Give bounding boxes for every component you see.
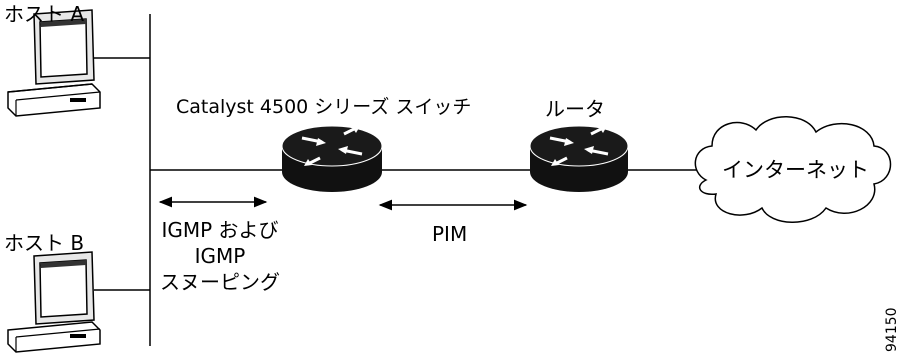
internet-label: インターネット xyxy=(722,158,869,182)
host-a-label: ホスト A xyxy=(4,2,85,26)
figure-id-label: 94150 xyxy=(884,307,899,352)
pim-label: PIM xyxy=(432,222,468,246)
switch-label: Catalyst 4500 シリーズ スイッチ xyxy=(176,96,472,118)
host-b-label: ホスト B xyxy=(4,231,85,255)
switch-icon xyxy=(281,125,383,192)
igmp-label-line1: IGMP および xyxy=(161,218,279,242)
internet-cloud-icon xyxy=(694,116,892,223)
host-a-computer-icon xyxy=(7,9,101,117)
router-label: ルータ xyxy=(545,97,605,121)
host-b-computer-icon xyxy=(7,251,101,353)
router-icon xyxy=(529,125,629,192)
igmp-label-line2: IGMP xyxy=(194,244,246,268)
igmp-label-line3: スヌーピング xyxy=(160,270,280,294)
